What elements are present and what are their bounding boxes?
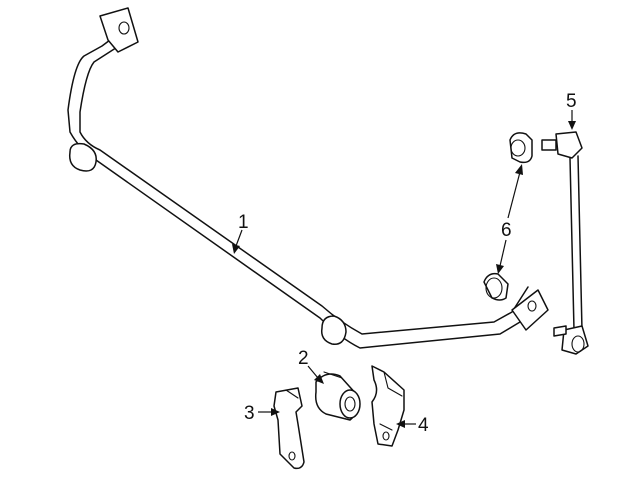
callout-4: 4 xyxy=(418,415,429,436)
leader-line-6 xyxy=(496,164,523,274)
link-bushing-upper xyxy=(509,132,533,164)
link-bushing-lower xyxy=(483,272,509,301)
leader-line-1 xyxy=(232,229,243,254)
stabilizer-bar xyxy=(67,7,549,349)
callout-2: 2 xyxy=(298,348,309,369)
leader-line-4 xyxy=(396,420,416,428)
callout-3: 3 xyxy=(244,403,255,424)
bushing xyxy=(314,371,361,421)
leader-line-3 xyxy=(258,408,280,416)
bracket-rear xyxy=(371,365,405,447)
callout-5: 5 xyxy=(566,91,577,112)
leader-line-5 xyxy=(568,110,576,130)
stabilizer-link xyxy=(541,131,589,355)
callout-1: 1 xyxy=(238,212,249,233)
leader-line-2 xyxy=(307,365,324,384)
bracket-front xyxy=(273,387,305,470)
callout-6: 6 xyxy=(501,220,512,241)
